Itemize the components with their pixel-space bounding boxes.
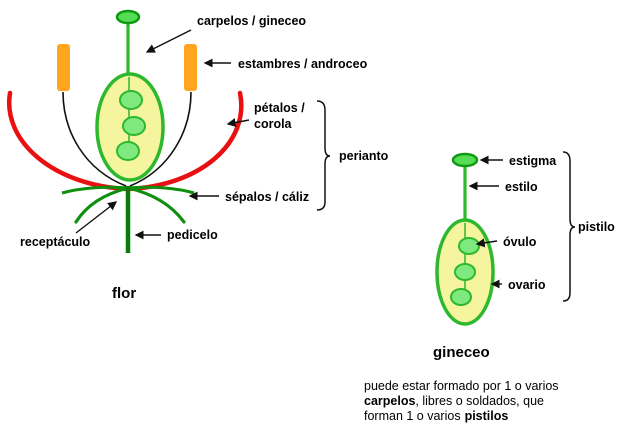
caption-line2: carpelos, libres o soldados, que xyxy=(364,394,544,408)
label-ovario: ovario xyxy=(508,278,546,292)
filament-left xyxy=(62,91,127,187)
title-gineceo: gineceo xyxy=(433,344,490,361)
arrow-receptaculo xyxy=(75,201,118,234)
stamen-left xyxy=(57,44,70,91)
label-pedicelo: pedicelo xyxy=(167,228,218,242)
ovule xyxy=(116,141,140,161)
title-flor: flor xyxy=(112,285,136,302)
label-estigma: estigma xyxy=(509,154,557,168)
brace-perianto xyxy=(316,100,331,211)
arrow-petalos xyxy=(226,118,250,128)
ovule xyxy=(122,116,146,136)
filament-right xyxy=(129,91,192,187)
arrow-ovulo xyxy=(475,238,498,248)
pistil-stigma-shape xyxy=(451,152,479,168)
caption-line2-rest: , libres o soldados, que xyxy=(415,394,544,408)
arrow-carpelos xyxy=(145,29,192,53)
pistil-ovule xyxy=(458,237,480,255)
stigma-shape xyxy=(115,9,141,25)
label-sepalos: sépalos / cáliz xyxy=(225,190,309,204)
caption-line3: forman 1 o varios pistilos xyxy=(364,409,508,423)
pistil-ovule xyxy=(454,263,476,281)
caption-block: puede estar formado por 1 o varios carpe… xyxy=(364,379,559,423)
label-petalos-line1: pétalos / xyxy=(254,101,305,115)
pistil-figure: estigma estilo óvulo ovario pistilo gine… xyxy=(433,151,615,361)
sepal-base-left xyxy=(61,185,129,195)
brace-pistilo xyxy=(562,151,576,302)
ovule xyxy=(119,90,143,110)
sepal-right xyxy=(126,186,186,224)
caption-line1: puede estar formado por 1 o varios xyxy=(364,379,559,393)
label-estambres: estambres / androceo xyxy=(238,57,368,71)
label-pistilo: pistilo xyxy=(578,220,615,234)
pistil-ovule xyxy=(450,288,472,306)
label-receptaculo: receptáculo xyxy=(20,235,91,249)
label-carpelos: carpelos / gineceo xyxy=(197,14,306,28)
stamen-right xyxy=(184,44,197,91)
caption-line2-bold: carpelos xyxy=(364,394,415,408)
label-perianto: perianto xyxy=(339,149,389,163)
caption-line3-bold: pistilos xyxy=(465,409,509,423)
label-ovulo: óvulo xyxy=(503,235,537,249)
label-petalos-line2: corola xyxy=(254,117,293,131)
flower-figure: carpelos / gineceo estambres / androceo … xyxy=(6,9,389,302)
caption-line3-rest: forman 1 o varios xyxy=(364,409,461,423)
label-estilo: estilo xyxy=(505,180,538,194)
sepal-left xyxy=(74,186,130,224)
